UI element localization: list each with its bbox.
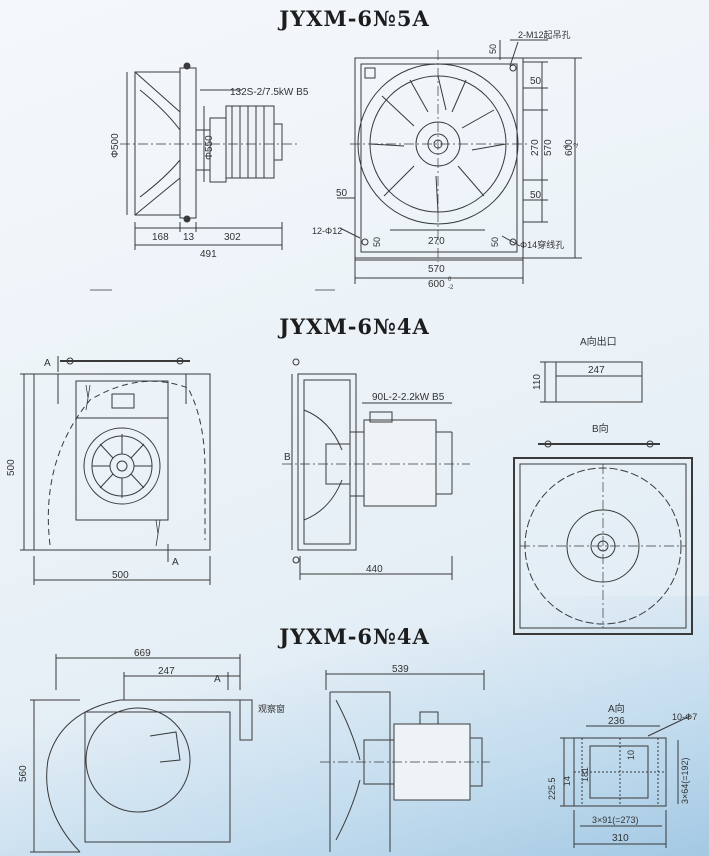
s2-dim-500-h: 500 [112,570,129,581]
s3-holes-label: 10-Φ7 [672,712,697,722]
s1-dim-270-v: 270 [530,139,541,156]
s1-dim-50-left: 50 [336,188,348,199]
s1-dim-550: Φ550 [204,135,215,160]
s2-dim-110: 110 [532,374,543,390]
s3-aview-label: A向 [608,702,625,715]
s1-motor-label: 132S-2/7.5kW B5 [230,87,309,98]
s1-holes12-label: 12-Φ12 [312,226,342,236]
s3-dim-14: 14 [562,776,572,786]
s3-dim-236: 236 [608,716,625,727]
s2-dim-440: 440 [366,564,383,575]
s3-dim-669: 669 [134,648,151,659]
s1-dim-50-bl: 50 [372,237,382,247]
heading-bottom: JYXM-6№4A [279,624,430,649]
s3-pitch-v: 3×64(=192) [680,757,690,804]
s2-front-view [20,356,211,585]
s1-front-view [337,39,582,284]
s1-dim-302: 302 [224,232,241,243]
s2-bview-label: B向 [592,422,609,435]
s3-dim-247: 247 [158,666,175,677]
s2-dim-500-v: 500 [6,459,17,476]
s1-dim-500: Φ500 [110,133,121,158]
s1-dim-600-v: 600 [564,139,575,156]
s2-A-bottom: A [172,557,179,568]
s3-A-view [560,715,691,848]
s3-side-view [320,670,490,852]
s1-dim-270-h: 270 [428,236,445,247]
s1-bolt-label: 2-M12起吊孔 [518,30,571,40]
s2-B-label: B [284,452,291,463]
s3-front-view [30,654,253,853]
heading-top: JYXM-6№5A [279,6,430,31]
s1-dim-13: 13 [183,232,195,243]
s1-dim-570-h: 570 [428,264,445,275]
s3-window-label: 观察窗 [258,703,285,714]
s2-B-view [513,440,693,635]
s1-tol-v-upper: 0 [564,144,570,148]
s1-dim-168: 168 [152,232,169,243]
s1-dim-50-br: 50 [490,237,500,247]
s2-side-view [282,358,470,580]
s2-outlet-view [540,361,643,403]
s3-dim-310: 310 [612,833,629,844]
s3-dim-225: 225.5 [547,777,557,800]
s2-outlet-label: A向出口 [580,335,617,348]
s1-tol-h-lower: -2 [448,285,454,291]
s2-dim-247: 247 [588,365,605,376]
s3-A-label: A [214,674,221,685]
heading-middle: JYXM-6№4A [279,314,430,339]
s3-dim-181: 181 [580,767,590,782]
s1-holes14-label: Φ14穿线孔 [520,239,564,250]
s1-dim-50-right: 50 [530,76,542,87]
s3-dim-10: 10 [626,750,636,760]
s1-side-view [120,62,300,250]
s1-tol-v-lower: -2 [574,142,580,148]
s1-dim-50-top: 50 [488,44,498,54]
s1-dim-491: 491 [200,249,217,260]
s1-dim-570-v: 570 [543,139,554,156]
s3-dim-539: 539 [392,664,409,675]
s2-motor-label: 90L-2-2.2kW B5 [372,392,445,403]
s1-dim-50-lower: 50 [530,190,542,201]
s3-dim-560: 560 [18,765,29,782]
s3-pitch-h: 3×91(=273) [592,815,639,825]
s2-A-top: A [44,358,51,369]
s1-tol-h-upper: 0 [448,277,452,283]
s1-dim-600-h: 600 [428,279,445,290]
